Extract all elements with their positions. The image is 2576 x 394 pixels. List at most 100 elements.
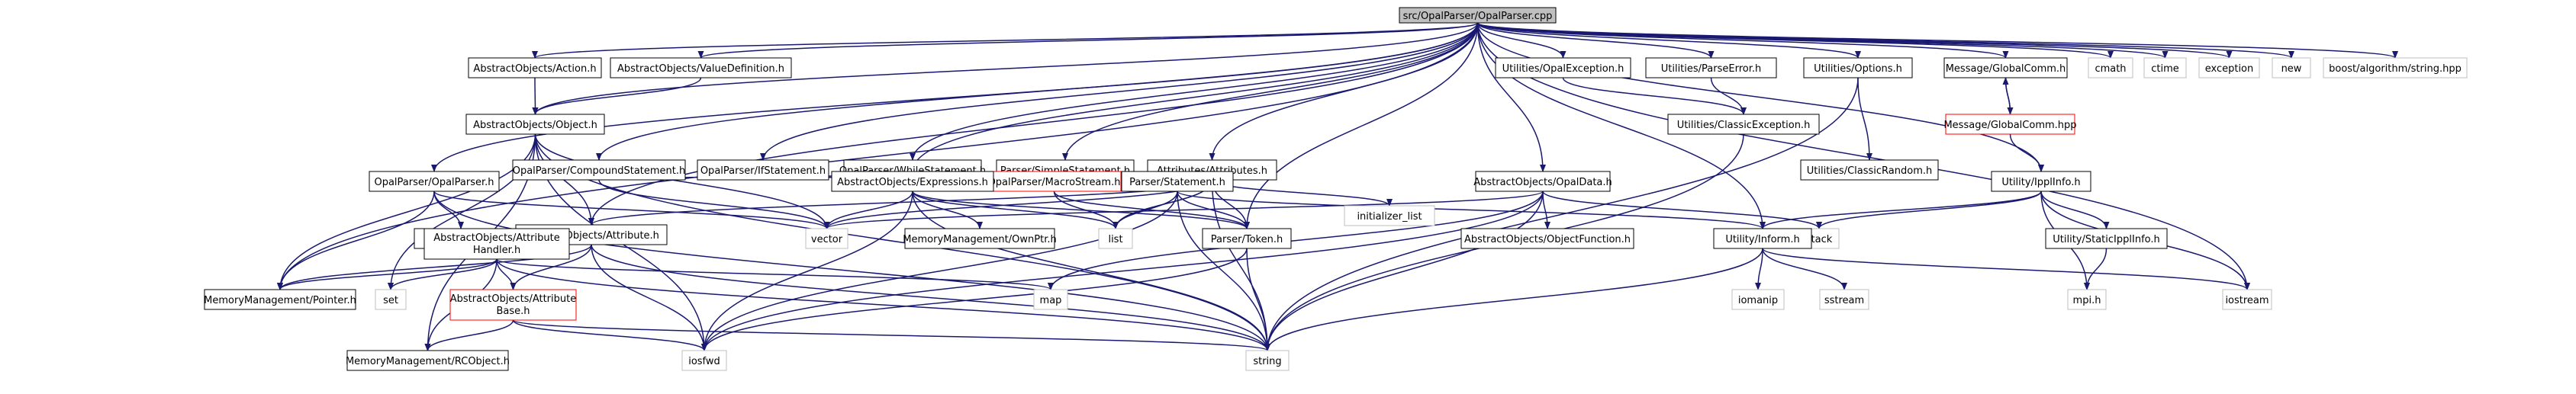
node-label-ctime: ctime — [2151, 63, 2179, 75]
edge-attrhandler-to-set — [388, 258, 497, 290]
node-box-pointer — [204, 289, 356, 310]
node-label-set: set — [383, 295, 398, 306]
node-root[interactable]: src/OpalParser/OpalParser.cpp — [1399, 7, 1557, 24]
node-box-classicexc — [1667, 114, 1820, 135]
node-ownptr[interactable]: MemoryManagement/OwnPtr.h — [903, 228, 1057, 249]
node-iostream: iostream — [2222, 289, 2272, 310]
edge-root-to-opalexc — [1476, 22, 1567, 59]
node-ipplinfo[interactable]: Utility/IpplInfo.h — [1991, 171, 2091, 192]
node-label-macrostream: OpalParser/MacroStream.h — [988, 177, 1121, 188]
edge-object-to-vector — [534, 133, 830, 229]
node-box-action — [468, 57, 602, 78]
edge-attrhandler-to-pointer — [277, 258, 497, 290]
node-globalcommhpp[interactable]: Message/GlobalComm.hpp — [1943, 114, 2077, 135]
edge-root-to-ipplinfo — [1476, 22, 2044, 172]
node-compound[interactable]: OpalParser/CompoundStatement.h — [512, 159, 686, 181]
edge-inform-to-string — [1264, 248, 1763, 351]
node-box-globalcomm — [1943, 57, 2068, 78]
node-label-iosfwd: iosfwd — [688, 356, 720, 367]
edge-root-to-cmath — [1476, 22, 2114, 59]
node-label-valuedef: AbstractObjects/ValueDefinition.h — [617, 63, 784, 75]
edge-ipplinfo-to-stack — [1816, 191, 2042, 229]
node-opaldata[interactable]: AbstractObjects/OpalData.h — [1473, 171, 1612, 192]
edge-token-to-string — [1246, 248, 1270, 351]
edge-opaldata-to-stack — [1542, 191, 1822, 229]
node-objfunc[interactable]: AbstractObjects/ObjectFunction.h — [1460, 228, 1634, 249]
node-box-cmath — [2088, 57, 2133, 78]
nodes-layer: src/OpalParser/OpalParser.cppAbstractObj… — [204, 7, 2468, 371]
node-statement[interactable]: Parser/Statement.h — [1121, 171, 1234, 192]
edge-root-to-options — [1476, 22, 1861, 59]
node-classicexc[interactable]: Utilities/ClassicException.h — [1667, 114, 1820, 135]
node-box-opalparserh — [369, 171, 500, 192]
node-opalexc[interactable]: Utilities/OpalException.h — [1495, 57, 1631, 78]
edge-statement-to-inform — [1177, 191, 1766, 229]
edge-attribute-to-pointer — [277, 244, 592, 290]
node-expressions[interactable]: AbstractObjects/Expressions.h — [831, 171, 994, 192]
node-parseerr[interactable]: Utilities/ParseError.h — [1645, 57, 1777, 78]
edge-token-to-iosfwd — [701, 248, 1248, 351]
node-box-iomanip — [1731, 289, 1785, 310]
edge-attributes-to-initlist — [1211, 179, 1393, 207]
edge-root-to-parseerr — [1476, 22, 1715, 59]
node-box-iosfwd — [681, 350, 727, 371]
node-label-globalcommhpp: Message/GlobalComm.hpp — [1943, 120, 2076, 131]
node-label-mpih: mpi.h — [2073, 295, 2101, 306]
node-inform[interactable]: Utility/Inform.h — [1713, 228, 1812, 249]
node-label-rcobject: MemoryManagement/RCObject.h — [346, 356, 510, 367]
node-globalcomm[interactable]: Message/GlobalComm.h — [1943, 57, 2068, 78]
edge-root-to-opaldata — [1476, 22, 1546, 172]
edge-options-to-string — [1264, 77, 1859, 351]
node-classicrandom[interactable]: Utilities/ClassicRandom.h — [1800, 159, 1939, 181]
node-label-iostream: iostream — [2225, 295, 2268, 306]
node-label-classicrandom: Utilities/ClassicRandom.h — [1807, 165, 1932, 177]
node-opalparserh[interactable]: OpalParser/OpalParser.h — [369, 171, 500, 192]
node-options[interactable]: Utilities/Options.h — [1803, 57, 1913, 78]
node-label-options: Utilities/Options.h — [1814, 63, 1902, 75]
node-label-expressions: AbstractObjects/Expressions.h — [837, 177, 988, 188]
edge-root-to-expressions — [910, 22, 1479, 172]
node-box-mpih — [2067, 289, 2107, 310]
edge-globalcommhpp-to-globalcomm — [2002, 77, 2011, 115]
node-label-parseerr: Utilities/ParseError.h — [1661, 63, 1762, 75]
node-object[interactable]: AbstractObjects/Object.h — [465, 114, 605, 135]
node-label-ownptr: MemoryManagement/OwnPtr.h — [903, 234, 1056, 245]
node-action[interactable]: AbstractObjects/Action.h — [468, 57, 602, 78]
node-box-set — [375, 289, 407, 310]
node-label-compound: OpalParser/CompoundStatement.h — [513, 165, 686, 177]
node-valuedef[interactable]: AbstractObjects/ValueDefinition.h — [610, 57, 792, 78]
edge-parseerr-to-classicexc — [1710, 77, 1747, 115]
node-box-expressions — [831, 171, 994, 192]
edge-expressions-to-string — [912, 191, 1270, 351]
node-ctime: ctime — [2143, 57, 2187, 78]
node-label-pointer: MemoryManagement/Pointer.h — [204, 295, 356, 306]
node-label-opalexc: Utilities/OpalException.h — [1502, 63, 1624, 75]
node-label-cmath: cmath — [2095, 63, 2126, 75]
node-macrostream[interactable]: OpalParser/MacroStream.h — [987, 171, 1122, 192]
node-box-staticippl — [2045, 228, 2168, 249]
node-boostalgo: boost/algorithm/string.hpp — [2323, 57, 2468, 78]
node-rcobject[interactable]: MemoryManagement/RCObject.h — [346, 350, 510, 371]
edge-attribute-to-string — [591, 244, 1270, 351]
node-ifstmt[interactable]: OpalParser/IfStatement.h — [697, 159, 829, 181]
edge-compound-to-vector — [598, 179, 830, 229]
node-box-options — [1803, 57, 1913, 78]
node-label-token: Parser/Token.h — [1211, 234, 1283, 245]
node-label-statement: Parser/Statement.h — [1129, 177, 1225, 188]
edge-attrbase-to-iosfwd — [512, 319, 707, 351]
node-pointer[interactable]: MemoryManagement/Pointer.h — [204, 289, 356, 310]
edge-expressions-to-token — [912, 191, 1250, 229]
node-staticippl[interactable]: Utility/StaticIpplInfo.h — [2045, 228, 2168, 249]
node-box-object — [465, 114, 605, 135]
node-label-classicexc: Utilities/ClassicException.h — [1677, 120, 1811, 131]
node-token[interactable]: Parser/Token.h — [1202, 228, 1292, 249]
node-mpih: mpi.h — [2067, 289, 2107, 310]
edge-ipplinfo-to-inform — [1760, 191, 2042, 229]
node-box-inform — [1713, 228, 1812, 249]
node-box-attrhandler — [423, 228, 570, 260]
node-sstream: sstream — [1819, 289, 1869, 310]
edge-attributes-to-string — [1211, 179, 1270, 351]
